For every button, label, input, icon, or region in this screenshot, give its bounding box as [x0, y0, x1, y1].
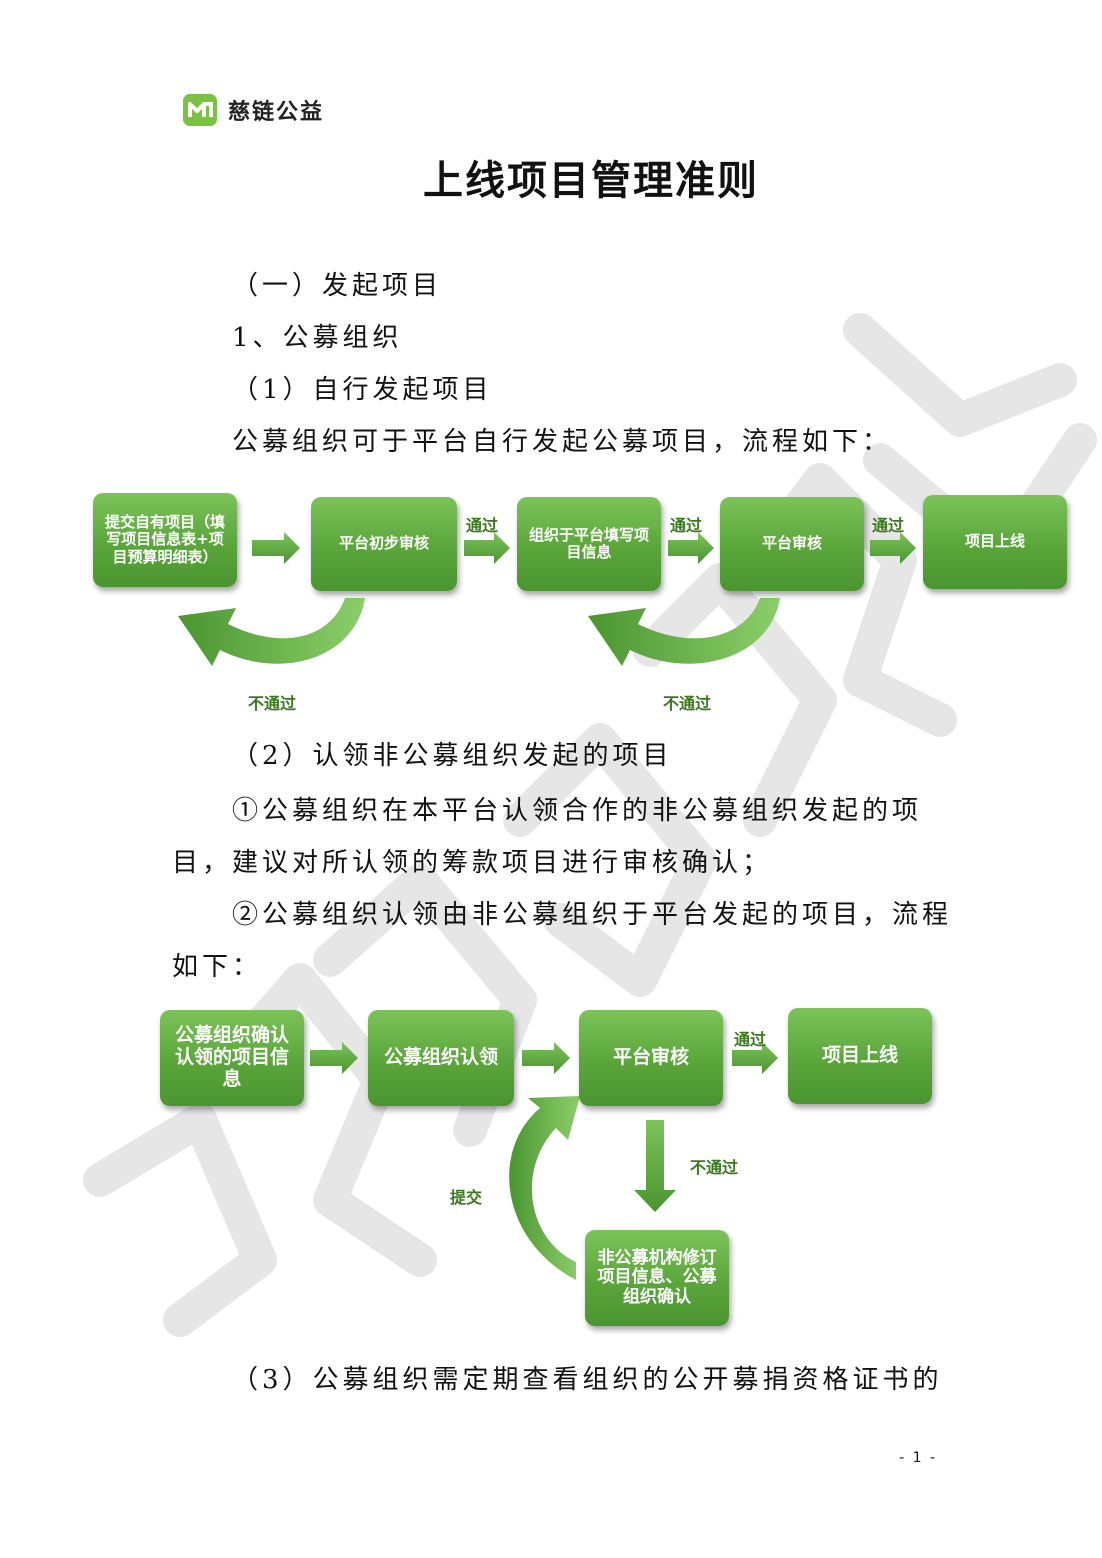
flow1-step-online: 项目上线 [923, 495, 1067, 589]
flow1-step-initial-review: 平台初步审核 [311, 497, 457, 591]
flow1-arrow-1 [252, 532, 300, 564]
flow1-step-submit: 提交自有项目（填写项目信息表+项目预算明细表） [93, 493, 237, 587]
flow1-return-arrow-1 [178, 598, 365, 666]
flow1-arrow-2 [464, 532, 510, 564]
flow2-step-online: 项目上线 [788, 1008, 932, 1104]
page-number: - 1 - [899, 1450, 937, 1466]
flow1-return-arrow-2 [588, 598, 780, 666]
item-2-heading: （2）认领非公募组织发起的项目 [232, 741, 673, 771]
sub-heading: 1、公募组织 [232, 323, 403, 353]
flow2-arrow-2 [522, 1042, 570, 1074]
item-2-p1-line2: 目，建议对所认领的筹款项目进行审核确认； [172, 848, 773, 878]
flow2-pass-label: 通过 [734, 1030, 767, 1049]
item-3-line: （3）公募组织需定期查看组织的公开募捐资格证书的 [232, 1365, 943, 1395]
item-2-p2-line1: ②公募组织认领由非公募组织于平台发起的项目，流程 [232, 900, 953, 930]
item-2-p1-line1: ①公募组织在本平台认领合作的非公募组织发起的项 [232, 796, 923, 826]
flow1-pass-label-1: 通过 [466, 516, 499, 535]
flow2-step-platform-review: 平台审核 [579, 1010, 723, 1106]
flow2-step-revise: 非公募机构修订项目信息、公募组织确认 [585, 1230, 729, 1326]
flow2-step-claim: 公募组织认领 [368, 1010, 514, 1106]
flow1-arrow-4 [870, 532, 916, 564]
logo-icon [183, 94, 217, 126]
logo-text: 慈链公益 [228, 100, 325, 125]
flow1-pass-label-2: 通过 [670, 516, 703, 535]
flow1-fail-label-2: 不通过 [663, 694, 712, 713]
flow2-submit-arrow [509, 1096, 580, 1280]
document-title: 上线项目管理准则 [423, 157, 759, 204]
flow2-down-arrow [634, 1120, 676, 1212]
flow1-fail-label-1: 不通过 [248, 694, 297, 713]
item-1-intro: 公募组织可于平台自行发起公募项目，流程如下： [232, 427, 893, 457]
flow2-arrow-3 [732, 1042, 778, 1074]
item-2-p2-line2: 如下： [172, 952, 263, 982]
section-heading: （一）发起项目 [232, 271, 443, 301]
flow1-pass-label-3: 通过 [872, 516, 905, 535]
item-1-heading: （1）自行发起项目 [232, 375, 493, 405]
flow1-arrow-3 [668, 532, 714, 564]
flow2-arrow-1 [310, 1042, 358, 1074]
flow2-step-confirm: 公募组织确认认领的项目信息 [160, 1010, 304, 1106]
logo: 慈链公益 [182, 90, 324, 130]
flow2-submit-label: 提交 [450, 1188, 483, 1207]
flow1-step-fill-info: 组织于平台填写项目信息 [517, 497, 661, 591]
flow1-step-platform-review: 平台审核 [720, 497, 864, 591]
flow2-fail-label: 不通过 [690, 1158, 739, 1177]
